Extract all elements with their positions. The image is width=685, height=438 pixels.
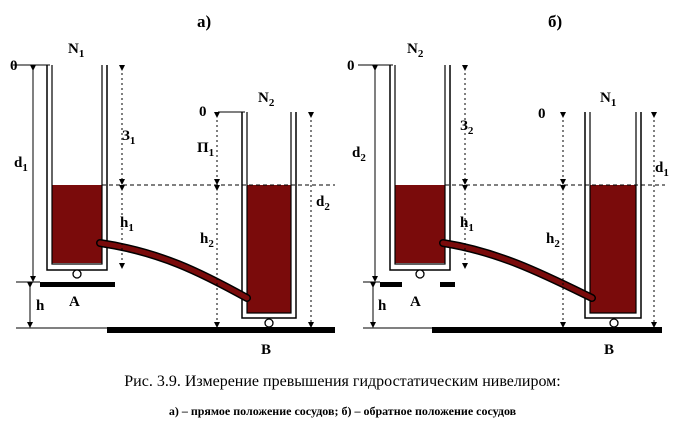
base-b [107,327,335,333]
vessel-foot-a2 [415,269,425,279]
vessel-name-left-b: N2 [407,41,424,60]
label-h1-b: h1 [460,215,474,234]
vessel-left-a [46,65,108,279]
zero-left-a: 0 [10,58,18,74]
point-b-label-a: B [261,342,271,358]
base-a [40,282,115,287]
zero-right-a: 0 [199,104,207,120]
vessel-foot-b2 [609,318,619,328]
figure-caption: Рис. 3.9. Измерение превышения гидростат… [124,373,561,390]
label-d-right-b: d1 [655,160,669,179]
label-h2-a: h2 [200,231,214,250]
vessel-name-right-b: N1 [600,90,616,109]
hose-a [96,239,251,302]
label-d-left-a: d1 [14,155,28,174]
panel-a: а) d1 h [10,12,335,358]
label-d-right-a: d2 [316,194,330,213]
base-b2 [432,327,662,333]
label-z-a: З1 [122,128,135,147]
panel-b: б) d2 h [347,12,669,358]
label-h1-a: h1 [120,215,134,234]
vessel-name-left-a: N1 [68,41,84,60]
vessel-foot-a [72,269,82,279]
zero-left-b: 0 [347,58,355,74]
point-b-label-b: B [604,342,614,358]
label-h-b: h [378,298,387,314]
panel-a-title: а) [197,12,211,31]
base-a2-left [380,282,402,287]
label-h-a: h [36,298,45,314]
zero-right-b: 0 [538,106,546,122]
vessel-foot-b [264,318,274,328]
vessel-right-b [584,112,642,328]
vessel-right-a [241,112,297,328]
label-z-b: З2 [460,118,474,137]
figure-subcaption: а) – прямое положение сосудов; б) – обра… [168,404,517,418]
vessel-name-right-a: N2 [258,90,275,109]
label-h2-b: h2 [546,231,560,250]
point-a-label-a: A [69,294,80,310]
panel-b-title: б) [548,12,562,31]
base-a2-right [440,282,455,287]
label-d-left-b: d2 [352,145,366,164]
label-p-a: П1 [197,140,214,159]
point-a-label-b: A [410,294,421,310]
vessel-left-b [389,65,451,279]
